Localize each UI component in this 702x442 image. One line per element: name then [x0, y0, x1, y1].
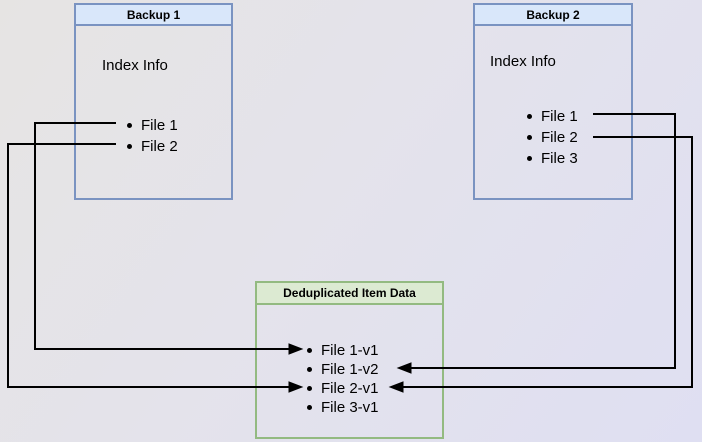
bullet-icon	[307, 386, 312, 391]
item-label: File 1	[541, 108, 578, 125]
item-label: File 2-v1	[321, 380, 379, 397]
backup2-item-file3: File 3	[527, 148, 578, 169]
backup2-item-file1: File 1	[527, 106, 578, 127]
bullet-icon	[307, 348, 312, 353]
backup1-index-info-label: Index Info	[102, 57, 168, 74]
backup2-item-file2: File 2	[527, 127, 578, 148]
dedup-box: Deduplicated Item Data File 1-v1 File 1-…	[255, 281, 444, 439]
item-label: File 1	[141, 117, 178, 134]
backup1-title: Backup 1	[76, 5, 231, 26]
dedup-item-file1-v2: File 1-v2	[307, 360, 379, 379]
item-label: File 3	[541, 150, 578, 167]
item-label: File 1-v2	[321, 361, 379, 378]
dedup-title: Deduplicated Item Data	[257, 283, 442, 305]
dedup-item-file2-v1: File 2-v1	[307, 379, 379, 398]
bullet-icon	[307, 367, 312, 372]
bullet-icon	[127, 144, 132, 149]
dedup-item-file1-v1: File 1-v1	[307, 341, 379, 360]
item-label: File 1-v1	[321, 342, 379, 359]
backup2-title: Backup 2	[475, 5, 631, 26]
bullet-icon	[527, 156, 532, 161]
item-label: File 2	[541, 129, 578, 146]
bullet-icon	[307, 405, 312, 410]
dedup-item-file3-v1: File 3-v1	[307, 398, 379, 417]
backup1-item-file2: File 2	[127, 136, 178, 157]
backup1-item-file1: File 1	[127, 115, 178, 136]
bullet-icon	[527, 135, 532, 140]
item-label: File 2	[141, 138, 178, 155]
backup1-box: Backup 1 Index Info File 1 File 2	[74, 3, 233, 200]
bullet-icon	[127, 123, 132, 128]
backup2-index-info-label: Index Info	[490, 53, 556, 70]
item-label: File 3-v1	[321, 399, 379, 416]
bullet-icon	[527, 114, 532, 119]
backup2-box: Backup 2 Index Info File 1 File 2 File 3	[473, 3, 633, 200]
